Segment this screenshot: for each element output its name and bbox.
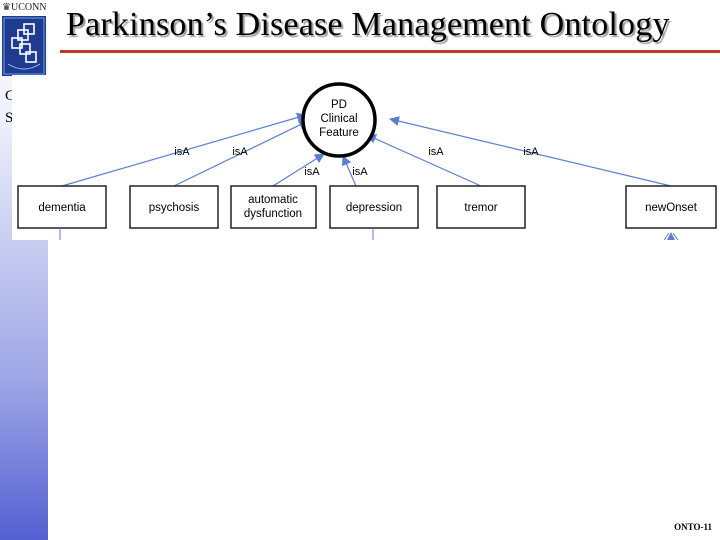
edge-newonset-label: isA (523, 146, 539, 158)
title-rule (60, 50, 720, 53)
ontology-diagram-svg: isA isA isA isA isA isA PD Clinical Feature d… (17, 82, 717, 242)
root-node: PD Clinical Feature (301, 82, 377, 158)
edge-newonset (389, 116, 672, 187)
edge-automatic-dysfunction-label: isA (304, 166, 320, 178)
edge-dementia-label: isA (174, 146, 190, 158)
node-dementia: dementia (17, 185, 107, 229)
edge-tremor (366, 134, 482, 187)
root-label-line-2: Clinical (320, 113, 357, 125)
node-automatic-dysfunction-line-2: dysfunction (244, 208, 302, 220)
logo-icon (2, 16, 46, 76)
page-title: Parkinson’s Disease Management Ontology (66, 6, 670, 43)
node-dementia-label: dementia (38, 202, 86, 214)
node-automatic-dysfunction: automatic dysfunction (230, 185, 317, 229)
edge-psychosis (173, 120, 309, 187)
logo-label: UCONN (10, 2, 47, 13)
node-newonset-label: newOnset (645, 202, 698, 214)
side-fragment-2: S (5, 110, 14, 126)
edge-psychosis-label: isA (232, 146, 248, 158)
node-psychosis: psychosis (129, 185, 219, 229)
root-label-line-1: PD (331, 99, 347, 111)
node-newonset: newOnset (625, 185, 717, 229)
node-tremor-label: tremor (464, 202, 497, 214)
root-label-line-3: Feature (319, 127, 359, 139)
node-tremor: tremor (436, 185, 526, 229)
node-psychosis-label: psychosis (149, 202, 200, 214)
edge-depression-label: isA (352, 166, 368, 178)
edge-automatic-dysfunction (272, 153, 325, 187)
node-depression: depression (329, 185, 419, 229)
edge-dementia (61, 112, 307, 187)
stub-lines (59, 228, 679, 242)
uconn-logo-text: ♛UCONN (2, 2, 47, 13)
slide-number: ONTO-11 (674, 522, 712, 532)
seal-icon: ♛ (2, 2, 11, 13)
edge-tremor-label: isA (428, 146, 444, 158)
node-depression-label: depression (346, 202, 402, 214)
edge-depression (341, 155, 357, 187)
node-automatic-dysfunction-line-1: automatic (248, 194, 298, 206)
side-fragment-1: C (5, 88, 16, 104)
ontology-diagram: isA isA isA isA isA isA PD Clinical Feature d… (12, 75, 720, 242)
